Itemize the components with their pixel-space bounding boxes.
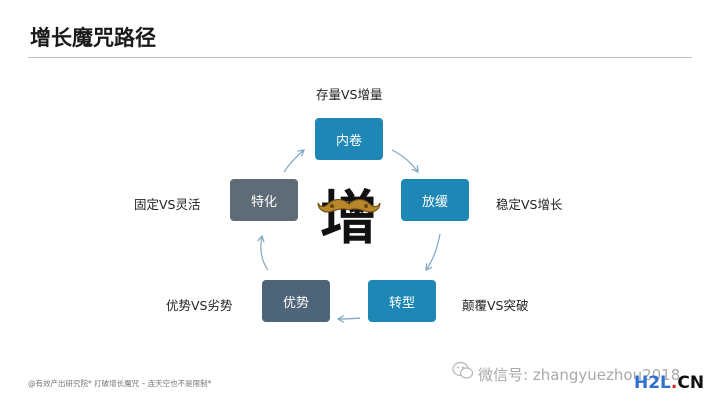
arrow-youshi-to-tehua bbox=[257, 234, 269, 271]
wechat-watermark: 微信号: zhangyuezhou2018 bbox=[478, 366, 681, 384]
caption-fanghuan: 稳定VS增长 bbox=[496, 197, 563, 212]
wechat-icon bbox=[452, 361, 474, 379]
brand-dot: . bbox=[670, 373, 678, 393]
site-brand-logo: H2L.CN bbox=[634, 373, 704, 393]
arrow-fanghuan-to-zhuanxing bbox=[425, 233, 441, 272]
caption-neijuan: 存量VS增量 bbox=[316, 87, 383, 102]
mustache-icon bbox=[317, 199, 381, 213]
center-logo-character: 增 bbox=[319, 184, 378, 252]
footer-note: @有效产出研究院* 打破增长魔咒 – 连天空也不是限制* bbox=[28, 379, 212, 388]
arrow-zhuanxing-to-youshi bbox=[336, 315, 361, 323]
node-neijuan: 内卷 bbox=[315, 118, 383, 160]
caption-youshi: 优势VS劣势 bbox=[166, 298, 233, 313]
caption-zhuanxing: 颠覆VS突破 bbox=[462, 298, 529, 313]
arrow-tehua-to-neijuan bbox=[283, 149, 305, 173]
caption-tehua: 固定VS灵活 bbox=[134, 197, 201, 212]
node-fanghuan: 放缓 bbox=[401, 179, 469, 221]
node-zhuanxing: 转型 bbox=[368, 280, 436, 322]
arrow-neijuan-to-fanghuan bbox=[391, 149, 419, 174]
brand-cn: CN bbox=[677, 373, 705, 393]
page-title: 增长魔咒路径 bbox=[30, 26, 156, 50]
node-tehua: 特化 bbox=[230, 179, 298, 221]
node-youshi: 优势 bbox=[262, 280, 330, 322]
title-divider bbox=[28, 57, 692, 58]
brand-h2l: H2L bbox=[634, 373, 671, 393]
